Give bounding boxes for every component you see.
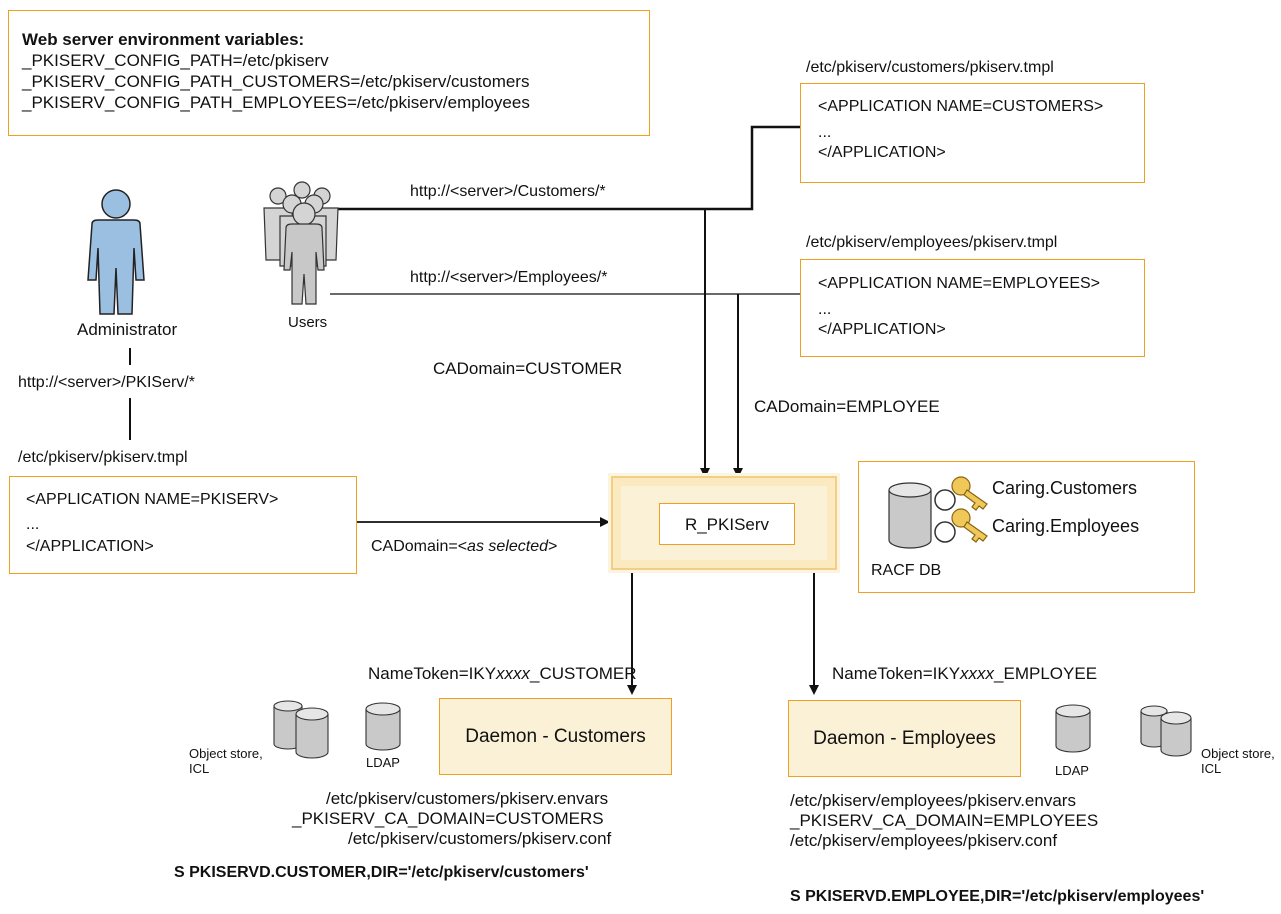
r-pkiserv-inner: R_PKIServ [659, 503, 795, 545]
cadomain-selected-italic: as selected [467, 538, 548, 555]
employee-config-line: _PKISERV_CA_DOMAIN=EMPLOYEES [790, 811, 1099, 830]
cadomain-selected-label: CADomain=<as selected> [371, 537, 557, 557]
env-line: _PKISERV_CONFIG_PATH_CUSTOMERS=/etc/pkis… [22, 72, 530, 91]
racf-key-customers: Caring.Customers [992, 478, 1138, 498]
database-icon [888, 482, 932, 549]
env-title: Web server environment variables: [22, 30, 305, 49]
racf-box: Caring.Customers Caring.Employees RACF D… [858, 461, 1195, 593]
key-icon [934, 476, 988, 511]
customer-nametoken-italic: xxxx [496, 664, 531, 683]
pkiserv-tmpl-line: </APPLICATION> [26, 538, 154, 555]
pkiserv-tmpl-line: ... [26, 516, 40, 533]
employee-nametoken-prefix: NameToken=IKY [832, 664, 961, 683]
employees-url: http://<server>/Employees/* [410, 269, 608, 286]
env-line: _PKISERV_CONFIG_PATH=/etc/pkiserv [22, 51, 329, 70]
object-store-icon [273, 700, 329, 759]
customer-nametoken: NameToken=IKYxxxx_CUSTOMER [368, 663, 636, 684]
customers-tmpl-line: </APPLICATION> [818, 144, 946, 161]
daemon-employees-box: Daemon - Employees [788, 700, 1021, 777]
employee-nametoken-italic: xxxx [960, 664, 995, 683]
env-line: _PKISERV_CONFIG_PATH_EMPLOYEES=/etc/pkis… [22, 93, 530, 112]
racf-key-employees: Caring.Employees [992, 516, 1140, 536]
employee-config-line: /etc/pkiserv/employees/pkiserv.conf [790, 831, 1058, 850]
daemon-employees-label: Daemon - Employees [813, 727, 996, 749]
employee-store-label-2: ICL [1201, 761, 1222, 776]
ldap-icon [365, 702, 401, 751]
users-label: Users [288, 314, 328, 331]
env-variables-box: Web server environment variables: _PKISE… [8, 10, 650, 136]
employee-ldap-label: LDAP [1055, 763, 1089, 778]
customer-nametoken-prefix: NameToken=IKY [368, 664, 497, 683]
employee-config-line: /etc/pkiserv/employees/pkiserv.envars [790, 791, 1076, 810]
cadomain-customer-label: CADomain=CUSTOMER [433, 359, 623, 378]
admin-url: http://<server>/PKIServ/* [18, 374, 195, 391]
customer-start-command: S PKISERVD.CUSTOMER,DIR='/etc/pkiserv/cu… [174, 864, 589, 881]
pkiserv-tmpl-line: <APPLICATION NAME=PKISERV> [26, 491, 279, 508]
key-icon [934, 508, 988, 543]
pkiserv-tmpl-path: /etc/pkiserv/pkiserv.tmpl [18, 449, 188, 466]
customers-url-line [330, 125, 800, 211]
customer-config-line: /etc/pkiserv/customers/pkiserv.conf [348, 829, 612, 848]
object-store-icon [1140, 705, 1192, 757]
employees-tmpl-line: </APPLICATION> [818, 321, 946, 338]
daemon-customers-label: Daemon - Customers [465, 725, 646, 747]
customers-tmpl-line: ... [818, 124, 832, 141]
administrator-label: Administrator [77, 320, 178, 339]
cadomain-employee-label: CADomain=EMPLOYEE [754, 397, 940, 416]
employees-tmpl-line: ... [818, 301, 832, 318]
employee-store-label-1: Object store, [1201, 746, 1275, 761]
ldap-icon [1055, 704, 1091, 753]
daemon-customers-box: Daemon - Customers [439, 698, 672, 775]
customer-store-label-1: Object store, [189, 746, 263, 761]
customers-tmpl-line: <APPLICATION NAME=CUSTOMERS> [818, 98, 1104, 115]
customer-store-label-2: ICL [189, 761, 210, 776]
customers-tmpl-box: <APPLICATION NAME=CUSTOMERS> ... </APPLI… [800, 83, 1145, 183]
employee-start-command: S PKISERVD.EMPLOYEE,DIR='/etc/pkiserv/em… [790, 888, 1205, 905]
users-icon [263, 181, 339, 305]
employee-nametoken: NameToken=IKYxxxx_EMPLOYEE [832, 663, 1097, 684]
pkiserv-tmpl-box: <APPLICATION NAME=PKISERV> ... </APPLICA… [9, 476, 357, 574]
employees-tmpl-path: /etc/pkiserv/employees/pkiserv.tmpl [806, 234, 1058, 251]
customer-ldap-label: LDAP [366, 755, 400, 770]
customers-url: http://<server>/Customers/* [410, 183, 606, 200]
customers-tmpl-path: /etc/pkiserv/customers/pkiserv.tmpl [806, 59, 1054, 76]
customer-config-line: /etc/pkiserv/customers/pkiserv.envars [326, 789, 609, 808]
administrator-icon [87, 189, 145, 315]
cadomain-selected-prefix: CADomain=< [371, 538, 468, 555]
customer-nametoken-suffix: _CUSTOMER [530, 664, 637, 683]
r-pkiserv-label: R_PKIServ [684, 514, 770, 534]
customer-config-line: _PKISERV_CA_DOMAIN=CUSTOMERS [292, 809, 604, 828]
employees-tmpl-line: <APPLICATION NAME=EMPLOYEES> [818, 275, 1101, 292]
cadomain-selected-suffix: > [547, 538, 558, 555]
r-pkiserv-box: R_PKIServ [611, 476, 837, 570]
racf-db-label: RACF DB [871, 562, 942, 579]
employee-nametoken-suffix: _EMPLOYEE [994, 664, 1098, 683]
employees-tmpl-box: <APPLICATION NAME=EMPLOYEES> ... </APPLI… [800, 259, 1145, 357]
